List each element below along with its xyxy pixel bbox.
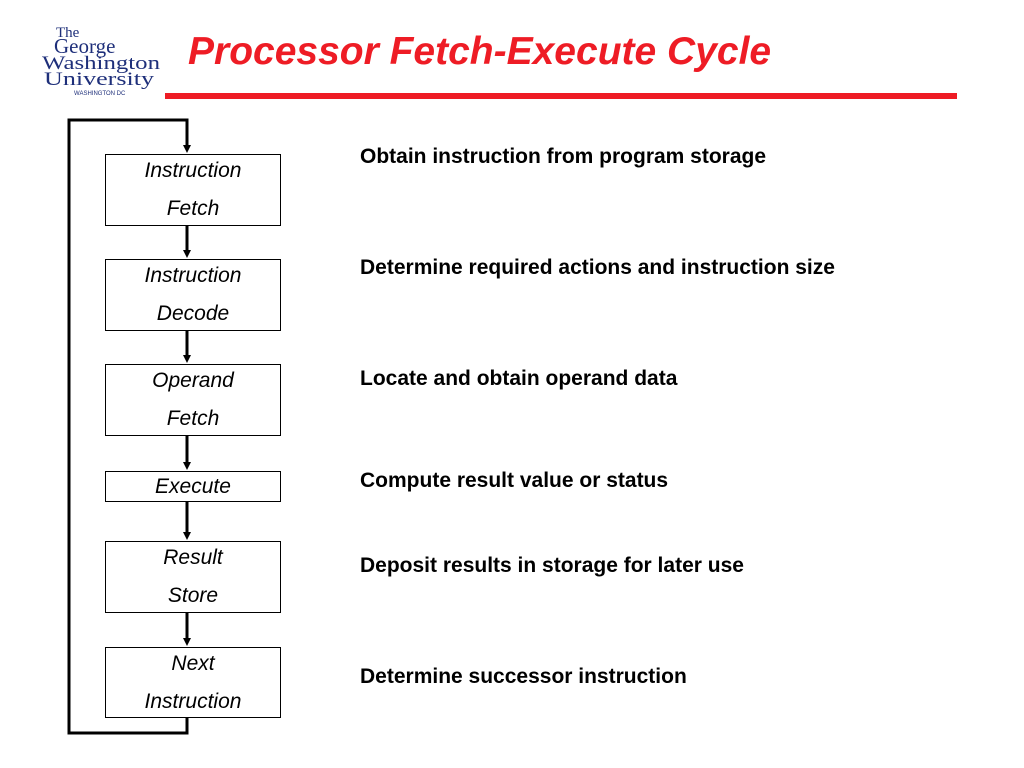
description-result-store: Deposit results in storage for later use <box>360 554 744 577</box>
step-label-line2: Instruction <box>144 689 242 713</box>
title-underline <box>165 93 957 99</box>
logo-line-washington-dc: WASHINGTON DC <box>74 91 126 97</box>
step-box-operand-fetch: Operand Fetch <box>105 364 281 436</box>
description-execute: Compute result value or status <box>360 469 669 492</box>
step-label-line2: Fetch <box>166 197 220 220</box>
step-label-line1: Execute <box>155 474 231 498</box>
description-instruction-decode: Determine required actions and instructi… <box>360 256 835 279</box>
step-box-execute: Execute <box>105 471 281 502</box>
description-instruction-fetch: Obtain instruction from program storage <box>360 145 767 168</box>
slide-title: Processor Fetch-Execute Cycle <box>188 30 772 73</box>
step-label-line1: Instruction <box>144 264 242 287</box>
logo-line-university: University <box>44 69 155 90</box>
step-box-instruction-decode: Instruction Decode <box>105 259 281 331</box>
logo-line-george: George <box>54 34 115 58</box>
university-logo: The George Washington University WASHING… <box>42 25 161 97</box>
step-label-line1: Next <box>171 651 215 675</box>
step-label-line1: Result <box>163 546 223 569</box>
step-label-line2: Fetch <box>166 407 220 430</box>
step-label-line1: Operand <box>152 369 234 392</box>
description-next-instruction: Determine successor instruction <box>360 665 687 688</box>
step-label-line2: Store <box>167 584 219 607</box>
step-label-line2: Decode <box>156 302 230 325</box>
step-box-next-instruction: Next Instruction <box>105 647 281 718</box>
logo-line-washington: Washington <box>42 53 161 74</box>
step-label-line1: Instruction <box>144 159 242 182</box>
description-operand-fetch: Locate and obtain operand data <box>360 367 678 390</box>
logo-line-the: The <box>56 25 80 41</box>
step-box-result-store: Result Store <box>105 541 281 613</box>
step-box-instruction-fetch: Instruction Fetch <box>105 154 281 226</box>
